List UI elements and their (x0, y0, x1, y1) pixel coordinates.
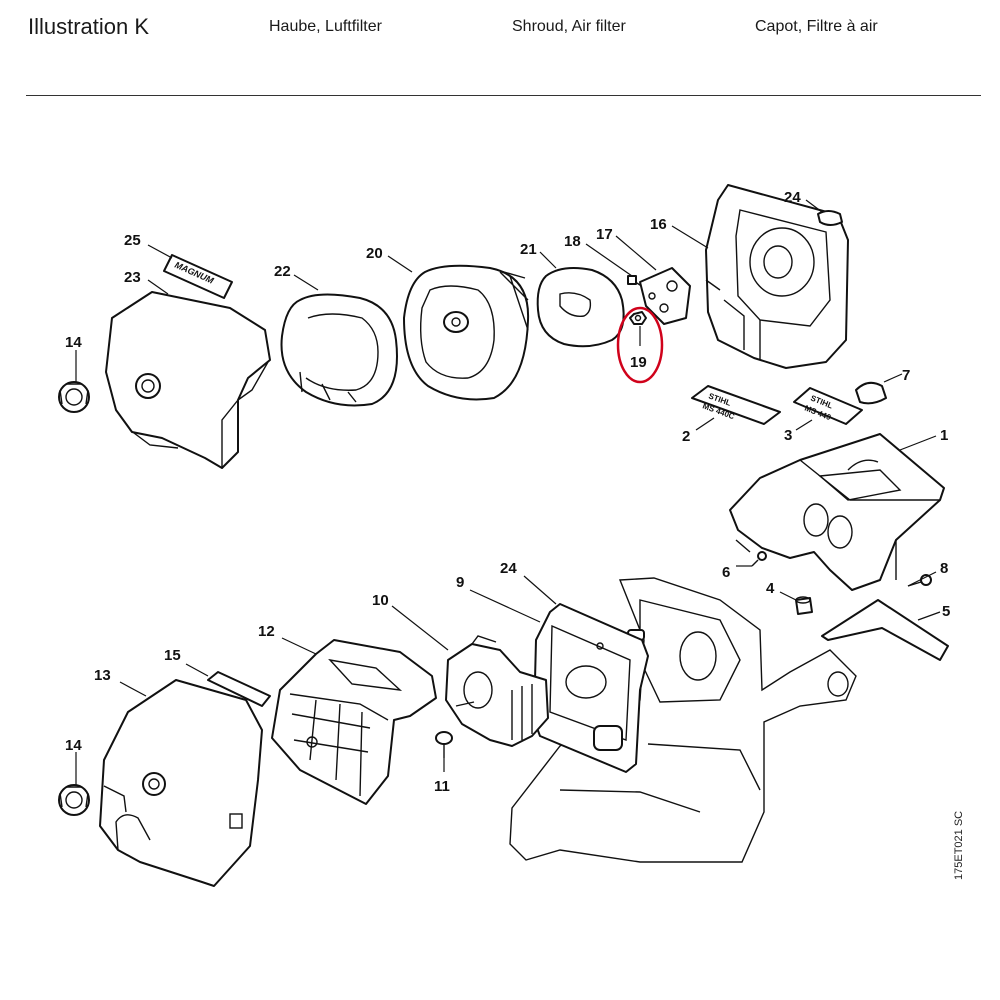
part-2-decal: STIHL MS 440C (691, 385, 781, 425)
part-6-screw (751, 551, 767, 567)
callout-15: 15 (164, 647, 181, 664)
callout-10: 10 (372, 592, 389, 609)
part-3-decal: STIHL MS 440 (793, 387, 863, 425)
callout-2: 2 (682, 428, 690, 445)
title-german: Haube, Luftfilter (269, 18, 382, 35)
part-4-sleeve (795, 596, 813, 615)
part-13-lower-shroud (99, 679, 263, 887)
highlight-circle-19 (616, 306, 664, 384)
part-15-strip (207, 671, 271, 707)
callout-20: 20 (366, 245, 383, 262)
callout-labels: 25 23 22 20 21 18 17 16 24 14 19 7 2 3 1… (65, 189, 950, 795)
part-21-prefilter (536, 267, 625, 348)
callout-9: 9 (456, 574, 464, 591)
part-1-top-cover (729, 433, 945, 591)
callout-25: 25 (124, 232, 141, 249)
callout-21: 21 (520, 241, 537, 258)
part-22-filter-seal (280, 293, 398, 407)
part-16-filter-carrier (705, 184, 849, 369)
header: Illustration K Haube, Luftfilter Shroud,… (0, 0, 1000, 96)
callout-22: 22 (274, 263, 291, 280)
callout-3: 3 (784, 427, 792, 444)
part-17-bracket (639, 267, 691, 325)
part-10-intake-housing (445, 635, 549, 747)
callout-12: 12 (258, 623, 275, 640)
part-7-buffer (855, 381, 887, 405)
part-25-magnum-decal: MAGNUM (163, 254, 233, 299)
header-rule (26, 95, 981, 96)
callout-13: 13 (94, 667, 111, 684)
part-5-baffle (821, 599, 949, 661)
callout-24-upper: 24 (784, 189, 801, 206)
leader-lines (75, 199, 941, 785)
callout-16: 16 (650, 216, 667, 233)
callout-24-lower: 24 (500, 560, 517, 577)
callout-8: 8 (940, 560, 948, 577)
part-20-air-filter (403, 264, 530, 401)
part-24-pad-upper (817, 210, 843, 226)
callout-6: 6 (722, 564, 730, 581)
illustration-id: Illustration K (28, 14, 150, 39)
callout-14-upper: 14 (65, 334, 82, 351)
part-23-shroud (105, 291, 271, 469)
callout-11: 11 (434, 778, 450, 795)
callout-14-lower: 14 (65, 737, 82, 754)
part-14-knob-lower (58, 784, 90, 816)
part-11-screw (435, 701, 475, 758)
title-english: Shroud, Air filter (512, 18, 626, 35)
part-19-nut (629, 311, 647, 325)
callout-19: 19 (630, 354, 647, 371)
part-14-knob-upper (58, 381, 90, 413)
callout-4: 4 (766, 580, 775, 597)
callout-17: 17 (596, 226, 613, 243)
drawing-code: 175ET021 SC (953, 811, 965, 880)
callout-23: 23 (124, 269, 141, 286)
title-french: Capot, Filtre à air (755, 18, 878, 35)
callout-5: 5 (942, 603, 950, 620)
callout-18: 18 (564, 233, 581, 250)
callout-1: 1 (940, 427, 948, 444)
part-12-intake-grille (271, 639, 437, 805)
callout-7: 7 (902, 367, 910, 384)
